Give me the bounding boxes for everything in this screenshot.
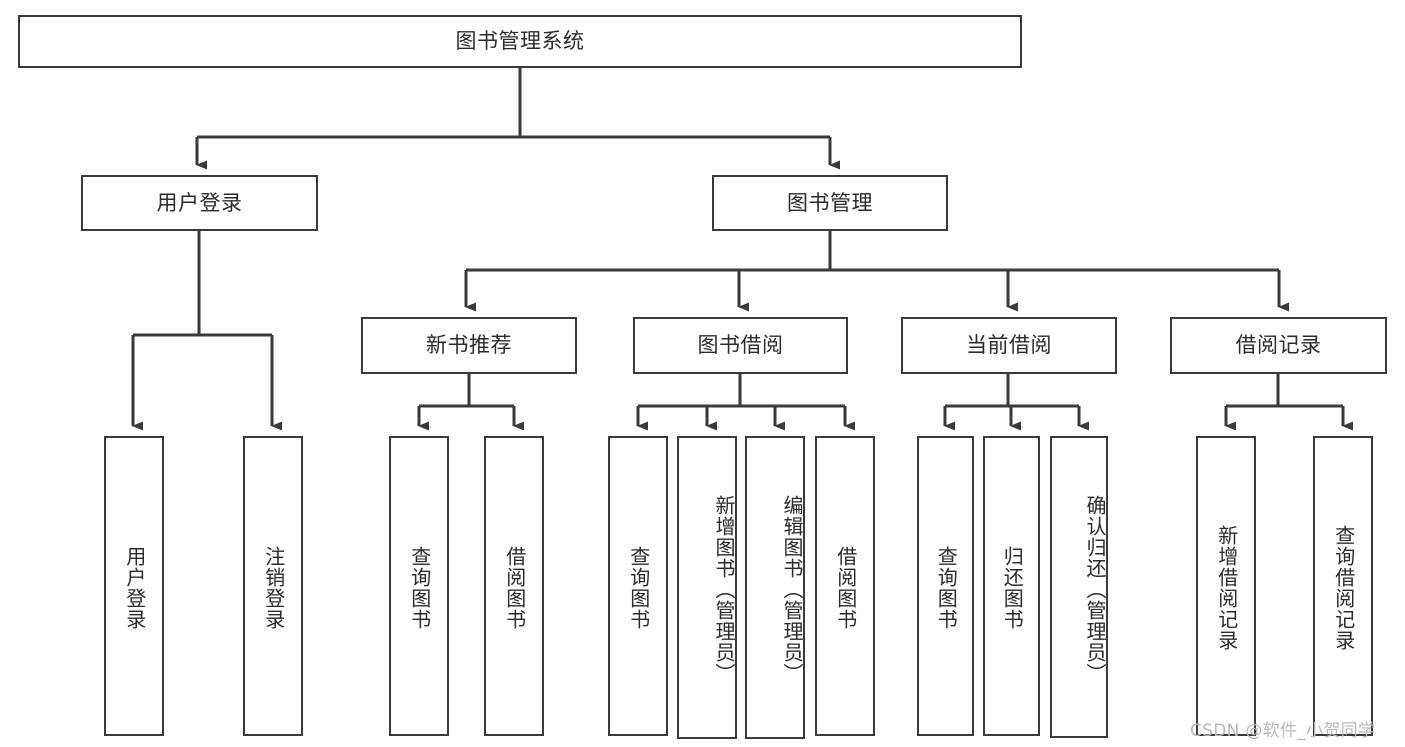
leaf-user-login[interactable]: 用户登录 xyxy=(104,436,164,736)
leaf-search-book-borrow-label: 查询图书 xyxy=(626,546,651,630)
node-borrow-records-label: 借阅记录 xyxy=(1235,333,1322,358)
leaf-return-book-label: 归还图书 xyxy=(1000,546,1025,630)
node-borrow-records[interactable]: 借阅记录 xyxy=(1170,317,1387,374)
leaf-add-book-admin[interactable]: 新增图书（管理员） xyxy=(677,436,737,739)
leaf-borrow-book-borrow[interactable]: 借阅图书 xyxy=(815,436,875,736)
leaf-user-login-label: 用户登录 xyxy=(122,546,147,630)
node-current-borrow[interactable]: 当前借阅 xyxy=(901,317,1117,374)
leaf-edit-book-admin-label: 编辑图书（管理员） xyxy=(780,495,804,684)
leaf-add-book-admin-label: 新增图书（管理员） xyxy=(712,495,736,684)
leaf-borrow-book-recommend-label: 借阅图书 xyxy=(502,546,527,630)
node-book-management-label: 图书管理 xyxy=(787,190,873,215)
leaf-user-logout-label: 注销登录 xyxy=(261,546,286,630)
leaf-user-logout[interactable]: 注销登录 xyxy=(243,436,303,736)
leaf-confirm-return-admin-label: 确认归还（管理员） xyxy=(1083,494,1107,684)
leaf-return-book[interactable]: 归还图书 xyxy=(983,436,1040,736)
node-book-borrow[interactable]: 图书借阅 xyxy=(633,317,848,374)
leaf-borrow-book-recommend[interactable]: 借阅图书 xyxy=(484,436,544,736)
leaf-search-book-recommend[interactable]: 查询图书 xyxy=(389,436,449,736)
node-root-system[interactable]: 图书管理系统 xyxy=(18,15,1022,68)
node-book-management[interactable]: 图书管理 xyxy=(712,175,948,231)
leaf-edit-book-admin[interactable]: 编辑图书（管理员） xyxy=(745,436,805,739)
leaf-add-borrow-record[interactable]: 新增借阅记录 xyxy=(1196,436,1256,736)
leaf-search-book-recommend-label: 查询图书 xyxy=(407,546,432,630)
node-new-book-recommend[interactable]: 新书推荐 xyxy=(361,317,577,374)
leaf-search-book-current[interactable]: 查询图书 xyxy=(917,436,974,736)
node-new-book-recommend-label: 新书推荐 xyxy=(426,333,512,358)
leaf-confirm-return-admin[interactable]: 确认归还（管理员） xyxy=(1050,436,1108,738)
leaf-borrow-book-borrow-label: 借阅图书 xyxy=(833,546,858,630)
leaf-search-book-current-label: 查询图书 xyxy=(934,546,959,630)
leaf-add-borrow-record-label: 新增借阅记录 xyxy=(1214,525,1239,651)
node-book-borrow-label: 图书借阅 xyxy=(697,333,784,358)
node-user-login[interactable]: 用户登录 xyxy=(81,175,318,231)
leaf-search-borrow-record[interactable]: 查询借阅记录 xyxy=(1313,436,1373,736)
node-user-login-label: 用户登录 xyxy=(156,190,243,215)
node-root-system-label: 图书管理系统 xyxy=(455,29,585,54)
node-current-borrow-label: 当前借阅 xyxy=(966,333,1052,358)
leaf-search-borrow-record-label: 查询借阅记录 xyxy=(1331,525,1356,651)
csdn-watermark: CSDN @软件_小贺同学 xyxy=(1190,721,1376,741)
leaf-search-book-borrow[interactable]: 查询图书 xyxy=(608,436,668,736)
